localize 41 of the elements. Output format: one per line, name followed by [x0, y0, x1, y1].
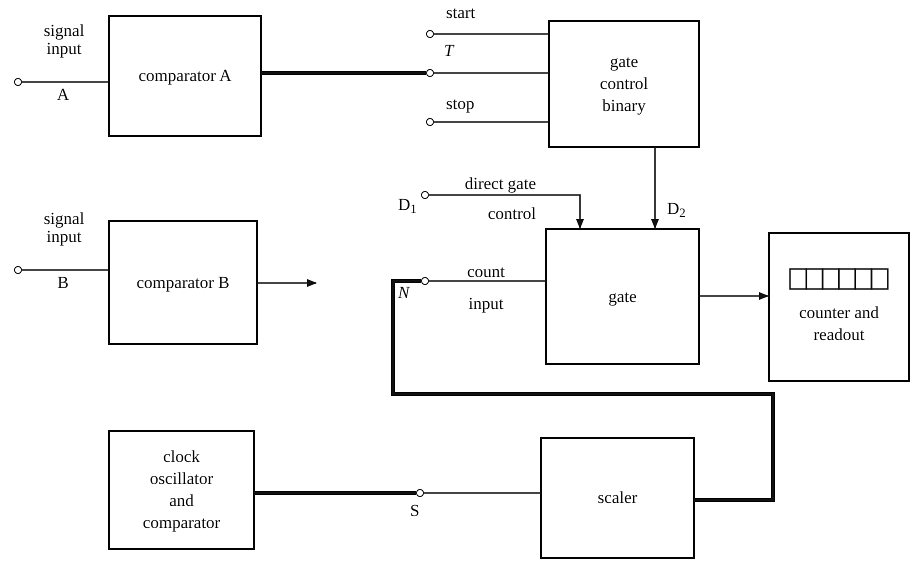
terminal-label: S [410, 502, 420, 520]
terminal-label: A [56, 86, 70, 104]
block-label: clock oscillator and comparator [142, 446, 222, 534]
block-box [108, 430, 255, 550]
block-label: comparator B [136, 272, 230, 294]
arrow [429, 194, 584, 229]
terminal-label: signal input [42, 210, 86, 246]
terminal-label: signal input [42, 22, 86, 58]
terminal-label: B [56, 274, 70, 292]
arrow [651, 148, 659, 229]
connector-line [22, 81, 108, 83]
connector-line [391, 279, 775, 502]
connector-line [262, 71, 426, 75]
arrow [258, 279, 317, 287]
connector-line [22, 269, 108, 271]
terminal-label: T [444, 42, 456, 60]
block-label: gate control binary [598, 51, 650, 117]
block-box [545, 228, 700, 365]
connector-line [255, 491, 416, 495]
connector-line [424, 492, 540, 494]
block-box [548, 20, 700, 148]
terminal-label: N [398, 284, 411, 302]
connector-line [434, 33, 548, 35]
terminal-label: count input [466, 261, 506, 315]
terminal-label: stop [446, 95, 476, 113]
block-box [108, 15, 262, 137]
block-box [540, 437, 695, 559]
block-label: gate [608, 286, 637, 308]
terminal-label: D$_{1}$ [398, 196, 418, 214]
terminal-label: start [446, 4, 476, 22]
connector-line [429, 280, 545, 282]
edge-label: D$_{2}$ [666, 200, 687, 217]
connector-line [434, 121, 548, 123]
block-box [108, 220, 258, 345]
block-box [768, 232, 910, 382]
connector-line [434, 72, 548, 74]
signal-label: direct gate control [464, 173, 536, 225]
block-label: counter and readout [798, 302, 880, 346]
block-label: scaler [598, 487, 638, 509]
arrow [700, 292, 769, 300]
block-label: comparator A [138, 65, 232, 87]
